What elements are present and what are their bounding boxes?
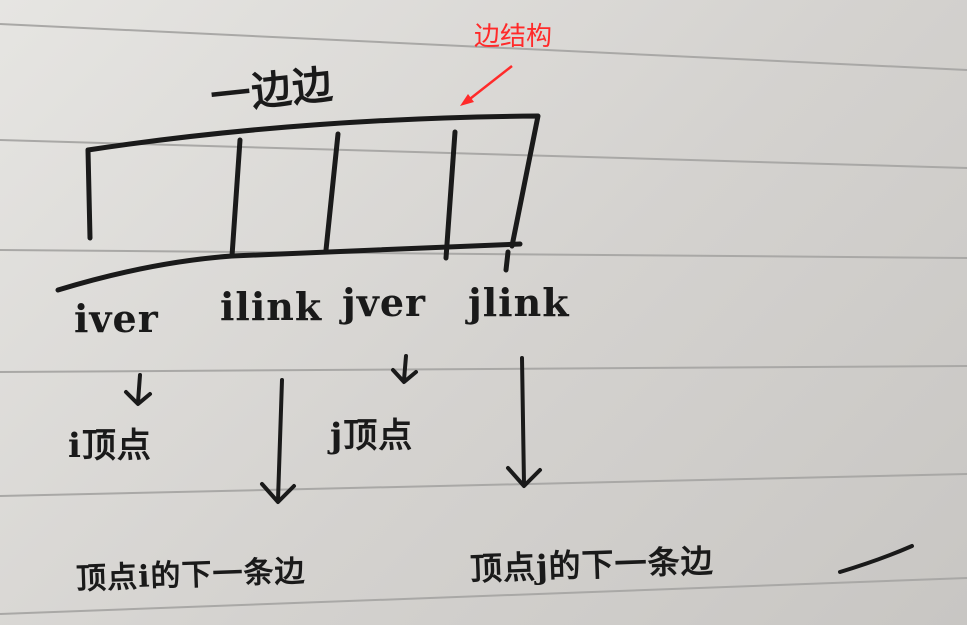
ruled-lines [0,23,967,615]
rule-line [0,473,967,497]
box-bottom-curve [55,253,235,293]
edge-structure-annotation: 边结构 [474,22,553,52]
explanation-jlink: 顶点j的下一条边 [469,541,715,589]
arrow-jver [391,354,418,384]
explanation-iver: i顶点 [68,426,152,466]
rule-line [0,577,967,615]
explanation-jver: j顶点 [330,416,414,456]
box-divider [323,131,341,253]
field-label-ilink: ilink [220,284,323,329]
arrow-ilink [260,378,296,504]
box-bottom [229,241,523,259]
flourish-stroke [838,544,914,574]
rule-line [0,249,967,259]
explanation-ilink: 顶点i的下一条边 [75,554,307,597]
rule-line [0,139,967,169]
rule-line [0,23,967,71]
field-label-jver: jver [342,280,427,325]
arrow-iver [124,373,152,406]
field-label-jlink: jlink [468,280,570,325]
tick-mark [503,249,511,273]
edge-box [55,113,541,293]
box-top-and-sides [85,113,541,249]
rule-line [0,365,967,373]
annotation-arrow [460,65,513,106]
box-divider [229,137,243,259]
arrows [124,354,542,504]
box-divider [443,129,458,261]
field-label-iver: iver [74,296,159,341]
arrow-jlink [506,356,542,488]
